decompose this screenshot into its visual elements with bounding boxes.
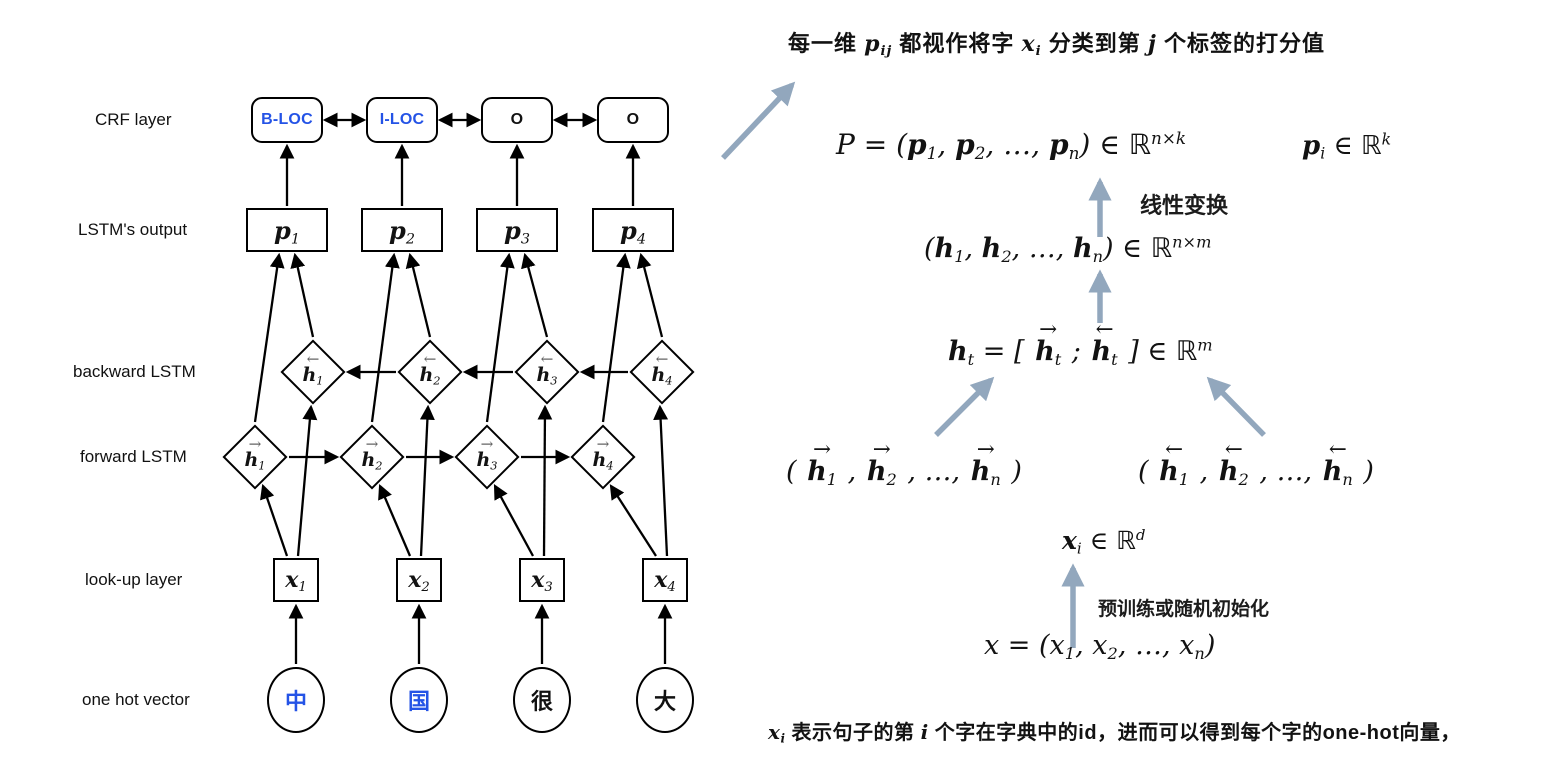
backward-lstm-label: ←h3 [536, 349, 558, 387]
edge-arrow [370, 252, 400, 423]
gray-arrow [721, 81, 796, 160]
crf-node: B-LOC [251, 97, 323, 143]
one-hot-node: 很 [513, 667, 571, 733]
crf-node: I-LOC [366, 97, 438, 143]
lstm-output-node: p4 [592, 208, 674, 252]
forward-lstm-label: →h4 [592, 434, 614, 472]
edge-arrow [296, 404, 318, 557]
lookup-node: x4 [642, 558, 688, 602]
row-label: look-up layer [85, 570, 183, 589]
row-label: CRF layer [95, 110, 172, 129]
forward-lstm-node: →h3 [454, 424, 520, 490]
edge-arrow [521, 252, 549, 338]
h-concat-formula: ht = [ →ht ; ←ht ] ∈ ℝm [948, 317, 1213, 369]
lookup-node: x1 [273, 558, 319, 602]
bottom-note: xi 表示句子的第 i 个字在字典中的id，进而可以得到每个字的one-hot向… [768, 720, 1461, 746]
h-sequence-formula: (h1, h2, …, hn) ∈ ℝn×m [924, 232, 1212, 266]
row-label: backward LSTM [73, 362, 196, 381]
backward-lstm-label: ←h2 [419, 349, 441, 387]
forward-lstm-node: →h1 [222, 424, 288, 490]
row-label: LSTM's output [78, 220, 188, 239]
row-label: one hot vector [82, 690, 190, 709]
linear-transform-label: 线性变换 [1140, 193, 1229, 218]
forward-lstm-label: →h1 [244, 434, 266, 472]
forward-lstm-label: →h2 [361, 434, 383, 472]
lstm-output-node: p2 [361, 208, 443, 252]
gray-arrows [721, 81, 1266, 648]
lstm-output-node: p1 [246, 208, 328, 252]
forward-lstm-node: →h2 [339, 424, 405, 490]
edge-arrow [485, 252, 515, 423]
init-label: 预训练或随机初始化 [1098, 599, 1270, 620]
backward-lstm-node: ←h3 [514, 339, 580, 405]
edge-arrow [609, 484, 657, 557]
edge-arrow [653, 404, 669, 557]
forward-h-sequence-formula: ( →h1 , →h2 , …, →hn ) [786, 437, 1022, 489]
one-hot-node: 大 [636, 667, 694, 733]
lookup-node: x3 [519, 558, 565, 602]
one-hot-node: 中 [267, 667, 325, 733]
forward-lstm-label: →h3 [476, 434, 498, 472]
backward-lstm-node: ←h2 [397, 339, 463, 405]
p-matrix-formula: P = (p1, p2, …, pn) ∈ ℝn×k [836, 127, 1187, 164]
top-note: 每一维 pij 都视作将字 xi 分类到第 j 个标签的打分值 [788, 31, 1325, 59]
lookup-node: x2 [396, 558, 442, 602]
gray-arrow [1206, 376, 1266, 437]
edge-arrow [493, 484, 535, 557]
edge-arrow [260, 483, 289, 557]
black-edges [253, 112, 673, 664]
backward-lstm-node: ←h1 [280, 339, 346, 405]
x-sequence-formula: x = (x1, x2, …, xn) [984, 630, 1216, 663]
edge-arrow [636, 252, 664, 338]
edge-arrow [405, 252, 432, 338]
backward-lstm-node: ←h4 [629, 339, 695, 405]
x-embedding-formula: xi ∈ ℝd [1062, 526, 1146, 558]
p-vector-formula: pi ∈ ℝk [1302, 130, 1392, 163]
edge-arrow [537, 404, 553, 557]
forward-lstm-node: →h4 [570, 424, 636, 490]
crf-node: O [481, 97, 553, 143]
edge-arrow [419, 404, 435, 557]
edge-arrow [290, 252, 315, 338]
gray-arrow [934, 376, 995, 437]
backward-h-sequence-formula: ( ←h1 , ←h2 , …, ←hn ) [1138, 437, 1374, 489]
backward-lstm-label: ←h1 [302, 349, 324, 387]
backward-lstm-label: ←h4 [651, 349, 673, 387]
edge-arrow [601, 252, 631, 423]
row-label: forward LSTM [80, 447, 187, 466]
edge-arrow [253, 252, 285, 423]
one-hot-node: 国 [390, 667, 448, 733]
crf-node: O [597, 97, 669, 143]
lstm-output-node: p3 [476, 208, 558, 252]
edge-arrow [378, 483, 412, 557]
